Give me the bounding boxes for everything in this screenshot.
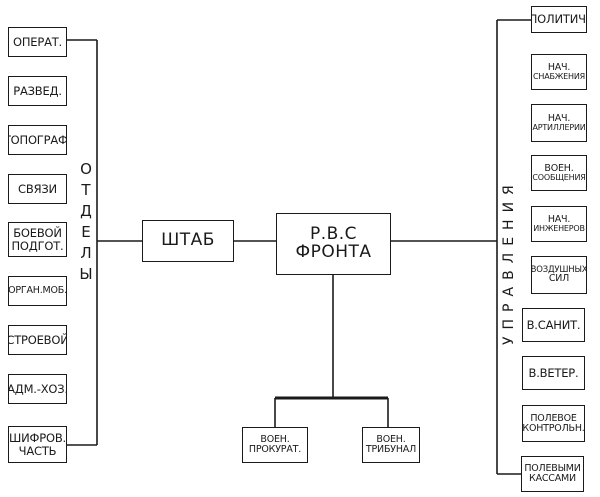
departments-group-letter: Л [80, 244, 92, 262]
departments-group-letter: Т [81, 181, 91, 199]
directorate-box: ВОЗДУШНЫХ СИЛ [531, 256, 587, 294]
departments-group-letter: Д [80, 202, 92, 220]
bottom-label-2: ПРОКУРАТ. [248, 444, 302, 455]
department-box: ОРГАН.МОБ. [8, 276, 67, 306]
directorate-label-2: ИНЖЕНЕРОВ [533, 223, 585, 233]
bottom-label: ВОЕН. [260, 434, 290, 446]
department-box: РАЗВЕД. [8, 76, 67, 106]
rvs-front-box: Р.В.С ФРОНТА [276, 213, 391, 275]
department-label: СТРОЕВОЙ [8, 332, 67, 347]
directorates-group-label: УПРАВЛЕНИЯ [501, 178, 517, 345]
directorate-label: ВОЗДУШНЫХ [531, 264, 587, 275]
military-tribunal-box: ВОЕН. ТРИБУНАЛ [362, 427, 420, 463]
directorate-label: В.ВЕТЕР. [528, 365, 579, 380]
directorate-box: НАЧ. ИНЖЕНЕРОВ [531, 206, 587, 242]
directorate-label-2: АРТИЛЛЕРИИ [532, 122, 586, 132]
directorate-label-2: СИЛ [548, 273, 570, 285]
bottom-label-2: ТРИБУНАЛ [365, 444, 417, 455]
directorate-box: НАЧ. АРТИЛЛЕРИИ [531, 104, 587, 142]
staff-box: ШТАБ [142, 220, 234, 262]
directorate-label: ПОЛИТИЧ. [531, 12, 587, 27]
departments-group-letter: Ы [79, 265, 93, 283]
department-box: БОЕВОЙ ПОДГОТ. [8, 222, 67, 257]
directorate-label-2: СООБЩЕНИЯ [532, 172, 586, 182]
directorate-label: НАЧ. [547, 213, 571, 225]
rvs-label: Р.В.С [309, 224, 358, 245]
directorate-label: ВОЕН. [544, 162, 574, 174]
directorate-box: ПОЛЕВЫМИ КАССАМИ [521, 456, 584, 492]
directorate-box: В.ВЕТЕР. [522, 356, 585, 390]
department-box: ШИФРОВ. ЧАСТЬ [8, 426, 67, 463]
directorate-label: ПОЛЕВЫМИ [524, 463, 581, 475]
department-label: ШИФРОВ. [9, 431, 66, 446]
department-label: АДМ.-ХОЗ. [8, 381, 67, 396]
directorate-box: ВОЕН. СООБЩЕНИЯ [531, 155, 587, 191]
department-label: ОРГАН.МОБ. [8, 285, 67, 297]
directorate-box: НАЧ. СНАБЖЕНИЯ [531, 54, 587, 90]
departments-group-letter: О [80, 160, 92, 178]
department-label: СВЯЗИ [18, 181, 57, 196]
directorate-label: ПОЛЕВОЕ [530, 412, 577, 424]
department-label: ТОПОГРАФ. [9, 132, 67, 147]
department-box: СТРОЕВОЙ [8, 325, 67, 355]
department-box: ТОПОГРАФ. [8, 125, 67, 155]
department-box: СВЯЗИ [8, 174, 67, 204]
department-box: АДМ.-ХОЗ. [8, 374, 67, 404]
directorate-box: ПОЛЕВОЕ КОНТРОЛЬН. [522, 405, 585, 442]
directorate-label: НАЧ. [547, 112, 571, 124]
directorate-label-2: СНАБЖЕНИЯ [533, 71, 585, 81]
directorate-label-2: КАССАМИ [529, 473, 576, 484]
directorate-box: В.САНИТ. [522, 308, 585, 342]
directorate-label-2: КОНТРОЛЬН. [522, 422, 585, 434]
front-label: ФРОНТА [295, 242, 372, 262]
directorate-label: НАЧ. [547, 61, 571, 73]
department-label: ОПЕРАТ. [12, 34, 63, 49]
department-label-2: ЧАСТЬ [18, 443, 57, 458]
military-prosecutor-box: ВОЕН. ПРОКУРАТ. [242, 427, 308, 463]
staff-label: ШТАБ [161, 230, 215, 251]
departments-group-letter: Е [81, 223, 91, 241]
department-box: ОПЕРАТ. [8, 27, 67, 57]
department-label: РАЗВЕД. [13, 83, 62, 98]
department-label-2: ПОДГОТ. [11, 238, 64, 253]
directorate-label: В.САНИТ. [526, 317, 581, 332]
directorate-box: ПОЛИТИЧ. [531, 6, 587, 33]
department-label: БОЕВОЙ [13, 226, 62, 241]
bottom-label: ВОЕН. [376, 434, 406, 446]
